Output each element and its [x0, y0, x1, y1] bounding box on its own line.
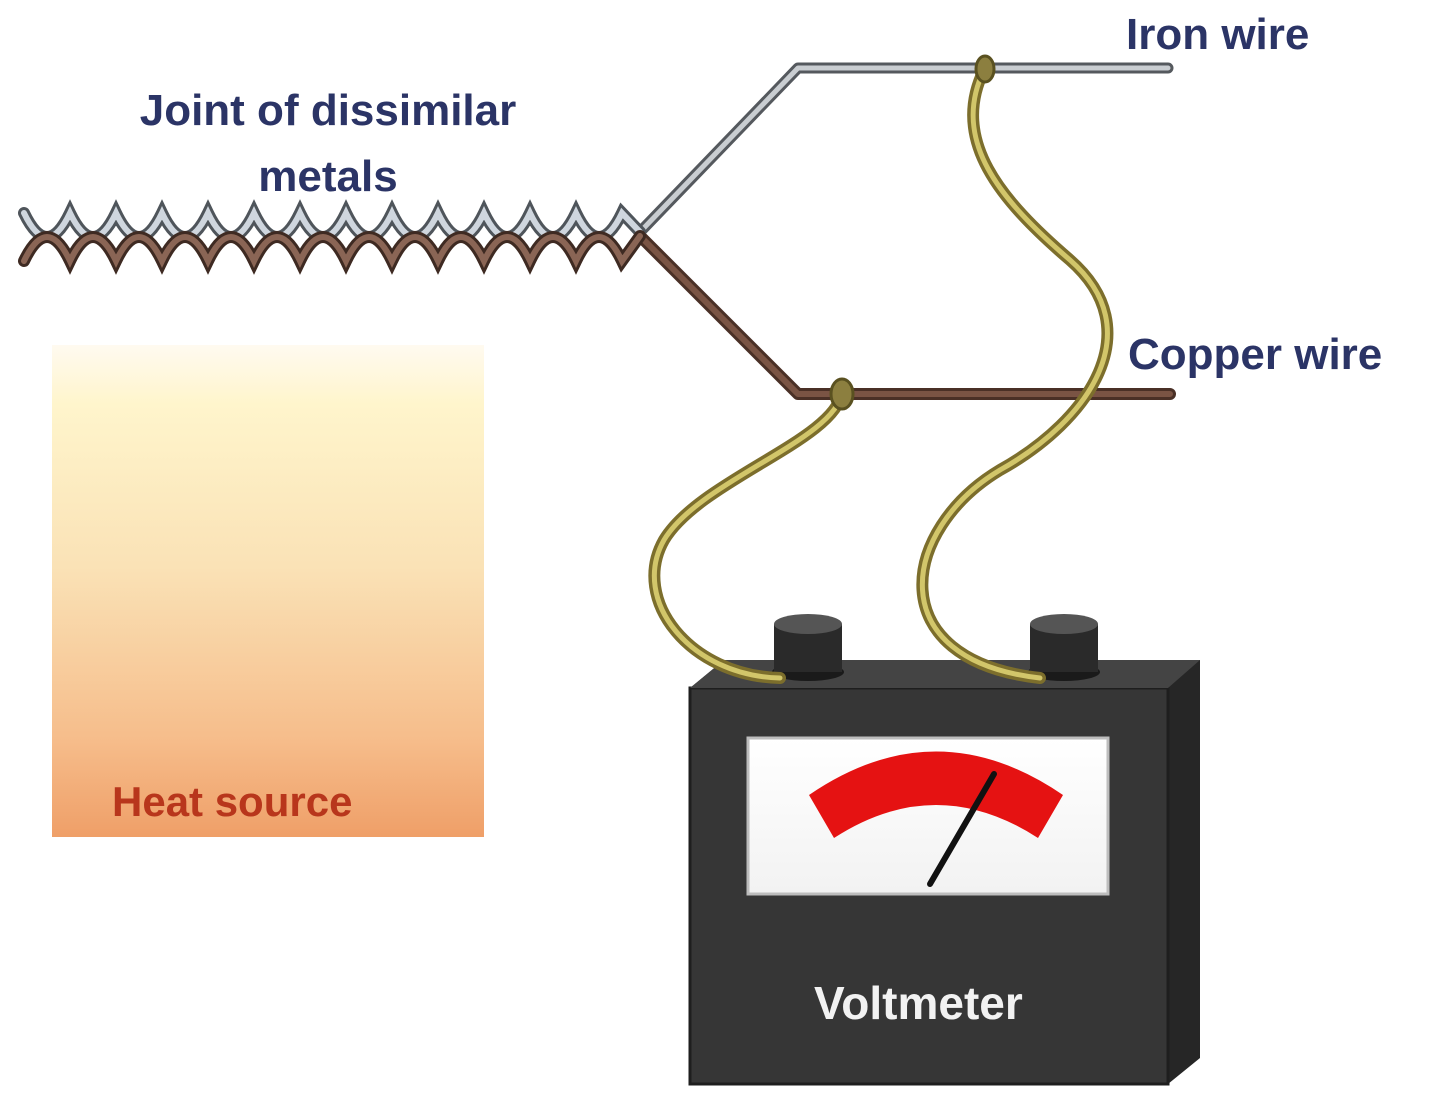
twisted-joint: [18, 199, 646, 275]
joint-label: Joint of dissimilar metals: [108, 78, 548, 210]
meter-scale-arc: [809, 751, 1063, 838]
heat-source-block: [52, 345, 484, 837]
terminal-right: [1028, 614, 1100, 681]
voltmeter: [688, 614, 1200, 1086]
copper-junction-knot: [829, 377, 855, 411]
copper-wire-label: Copper wire: [1128, 330, 1383, 379]
lead-wires: [648, 64, 1114, 684]
joint-label-line1: Joint of dissimilar: [139, 86, 517, 135]
meter-needle: [927, 771, 997, 887]
terminal-left: [772, 614, 844, 681]
voltmeter-label: Voltmeter: [814, 977, 1023, 1029]
heat-source-label: Heat source: [112, 778, 353, 825]
copper-wire: [634, 230, 1176, 400]
iron-junction-knot: [974, 54, 996, 84]
joint-label-line2: metals: [258, 152, 398, 201]
iron-wire: [634, 62, 1174, 238]
iron-wire-label: Iron wire: [1126, 10, 1310, 59]
